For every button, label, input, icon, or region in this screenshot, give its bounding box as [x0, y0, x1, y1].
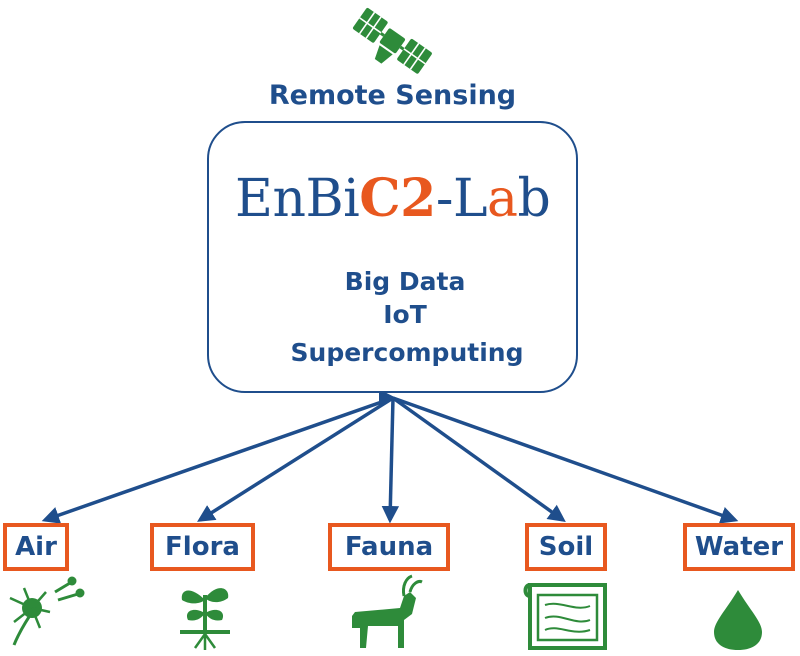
logo-part-l: -L [435, 169, 488, 229]
remote-sensing-label: Remote Sensing [268, 80, 517, 111]
category-air: Air [3, 523, 69, 571]
hub-box [207, 121, 578, 393]
satellite-icon [352, 8, 432, 74]
tech-supercomputing: Supercomputing [290, 338, 524, 367]
category-water: Water [683, 523, 795, 571]
category-soil: Soil [525, 523, 607, 571]
dandelion-icon [9, 576, 85, 646]
water-drop-icon [714, 590, 762, 650]
tech-big-data: Big Data [344, 267, 466, 296]
logo-part-a: a [486, 169, 518, 229]
logo-part-b: b [517, 169, 551, 229]
logo-part-c2: C2 [359, 168, 436, 229]
arrow-flora [197, 396, 394, 522]
tech-iot: IoT [383, 300, 427, 329]
arrow-air [41, 396, 394, 524]
connector-arrows [41, 396, 739, 524]
sprout-icon [180, 588, 230, 650]
arrow-soil [391, 396, 566, 523]
logo-part-enbi: EnBi [235, 169, 360, 229]
category-flora: Flora [150, 523, 255, 571]
arrow-water [392, 396, 739, 524]
category-fauna: Fauna [328, 523, 450, 571]
deer-icon [352, 574, 423, 648]
soil-map-icon [523, 583, 607, 650]
enbic2-lab-logo: EnBiC2-Lab [235, 168, 551, 229]
arrow-fauna [381, 397, 400, 524]
